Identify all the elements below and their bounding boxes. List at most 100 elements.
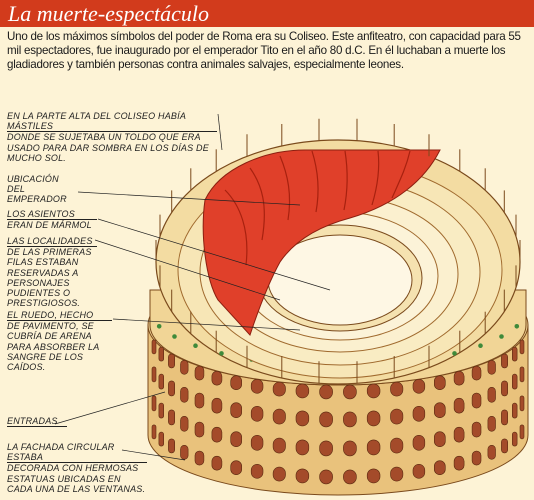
- facade-window: [412, 378, 426, 394]
- facade-window: [168, 409, 175, 426]
- intro-paragraph: Uno de los máximos símbolos del poder de…: [7, 30, 521, 71]
- facade-window: [272, 437, 286, 454]
- facade-window: [319, 384, 333, 400]
- facade-window: [519, 424, 525, 440]
- facade-window: [250, 434, 264, 451]
- facade-window: [158, 373, 164, 390]
- facade-window: [272, 466, 286, 482]
- facade-window: [487, 444, 496, 460]
- facade-window: [471, 392, 482, 409]
- facade-window: [471, 421, 482, 438]
- label-emperor-head: Ubicación del Emperador: [7, 174, 67, 205]
- facade-window: [433, 375, 446, 391]
- label-seats-head: Los asientos: [7, 209, 97, 221]
- facade-window: [453, 397, 465, 414]
- facade-window: [412, 405, 426, 422]
- awning-folds: [224, 150, 411, 266]
- facade-window: [453, 455, 465, 471]
- facade-window: [211, 455, 223, 471]
- label-masts-detail: donde se sujetaba un toldo que era usado…: [7, 132, 209, 163]
- attic-shield: [172, 334, 177, 339]
- facade-window: [501, 438, 508, 454]
- facade-arch-rows: [151, 339, 525, 485]
- facade-window: [194, 421, 205, 438]
- facade-window: [390, 466, 404, 482]
- attic-shield: [478, 343, 483, 349]
- facade-window: [511, 431, 518, 447]
- facade-window: [366, 468, 381, 484]
- label-arena-head: El ruedo, hecho: [7, 310, 112, 322]
- facade-window: [433, 460, 446, 476]
- label-masts: En la parte alta del Coliseo había másti…: [7, 111, 217, 163]
- masts: [155, 118, 521, 384]
- facade-window: [158, 402, 164, 419]
- facade-window: [211, 426, 223, 443]
- facade-window: [168, 380, 175, 397]
- facade-window: [343, 384, 357, 400]
- facade-window: [471, 365, 482, 381]
- facade-window: [272, 381, 286, 397]
- facade-window: [250, 463, 264, 479]
- facade-window: [194, 365, 205, 381]
- facade-window: [295, 383, 310, 399]
- facade-window: [168, 353, 175, 369]
- page-title: La muerte-espectáculo: [8, 1, 209, 26]
- attic-shield: [514, 324, 520, 329]
- attic-shield: [156, 324, 162, 329]
- facade-window: [151, 424, 157, 440]
- label-front-rows-detail: de las primeras filas estaban reservadas…: [7, 247, 92, 309]
- facade-window: [433, 402, 446, 419]
- label-arena: El ruedo, hecho de pavimento, se cubría …: [7, 310, 112, 372]
- label-facade-head: La fachada circular estaba: [7, 442, 147, 464]
- leader-lines: [54, 113, 331, 461]
- facade-window: [519, 366, 525, 383]
- facade-window: [295, 410, 310, 427]
- facade-window: [230, 402, 242, 419]
- facade-window: [487, 359, 496, 375]
- facade-window: [471, 450, 482, 466]
- facade-window: [319, 440, 333, 457]
- label-seats: Los asientos eran de mármol: [7, 209, 97, 230]
- label-facade: La fachada circular estaba decorada con …: [7, 442, 147, 494]
- facade-window: [272, 408, 286, 425]
- facade-window: [343, 469, 357, 485]
- facade-window: [501, 380, 508, 397]
- attic-shield: [219, 351, 224, 356]
- facade-window: [390, 381, 404, 397]
- facade-window: [180, 359, 189, 375]
- facade-window: [319, 411, 333, 428]
- label-emperor: Ubicación del Emperador: [7, 174, 79, 205]
- facade-window: [211, 397, 223, 414]
- facade-window: [487, 415, 496, 432]
- facade-window: [250, 405, 264, 422]
- attic-shield: [499, 334, 504, 339]
- facade-window: [168, 438, 175, 454]
- facade-window: [453, 370, 465, 386]
- facade-window: [390, 408, 404, 425]
- facade-window: [519, 339, 525, 355]
- label-front-rows: Las localidades de las primeras filas es…: [7, 236, 97, 308]
- facade-window: [511, 373, 518, 390]
- facade-window: [250, 378, 264, 394]
- label-front-rows-head: Las localidades: [7, 236, 97, 248]
- facade-window: [151, 395, 157, 412]
- facade-window: [501, 409, 508, 426]
- title-bar: [0, 0, 534, 27]
- facade-window: [230, 460, 242, 476]
- facade-window: [180, 415, 189, 432]
- label-entrances: Entradas: [7, 416, 67, 428]
- facade-window: [412, 434, 426, 451]
- facade-window: [366, 383, 381, 399]
- facade-window: [501, 353, 508, 369]
- facade-window: [230, 431, 242, 448]
- label-facade-detail: decorada con hermosas estatuas ubicadas …: [7, 463, 146, 494]
- attic-shield: [452, 351, 457, 356]
- facade-window: [519, 395, 525, 412]
- facade-window: [151, 339, 157, 355]
- facade-window: [343, 411, 357, 428]
- facade-window: [487, 386, 496, 403]
- facade-window: [453, 426, 465, 443]
- facade-window: [180, 386, 189, 403]
- facade-window: [366, 410, 381, 427]
